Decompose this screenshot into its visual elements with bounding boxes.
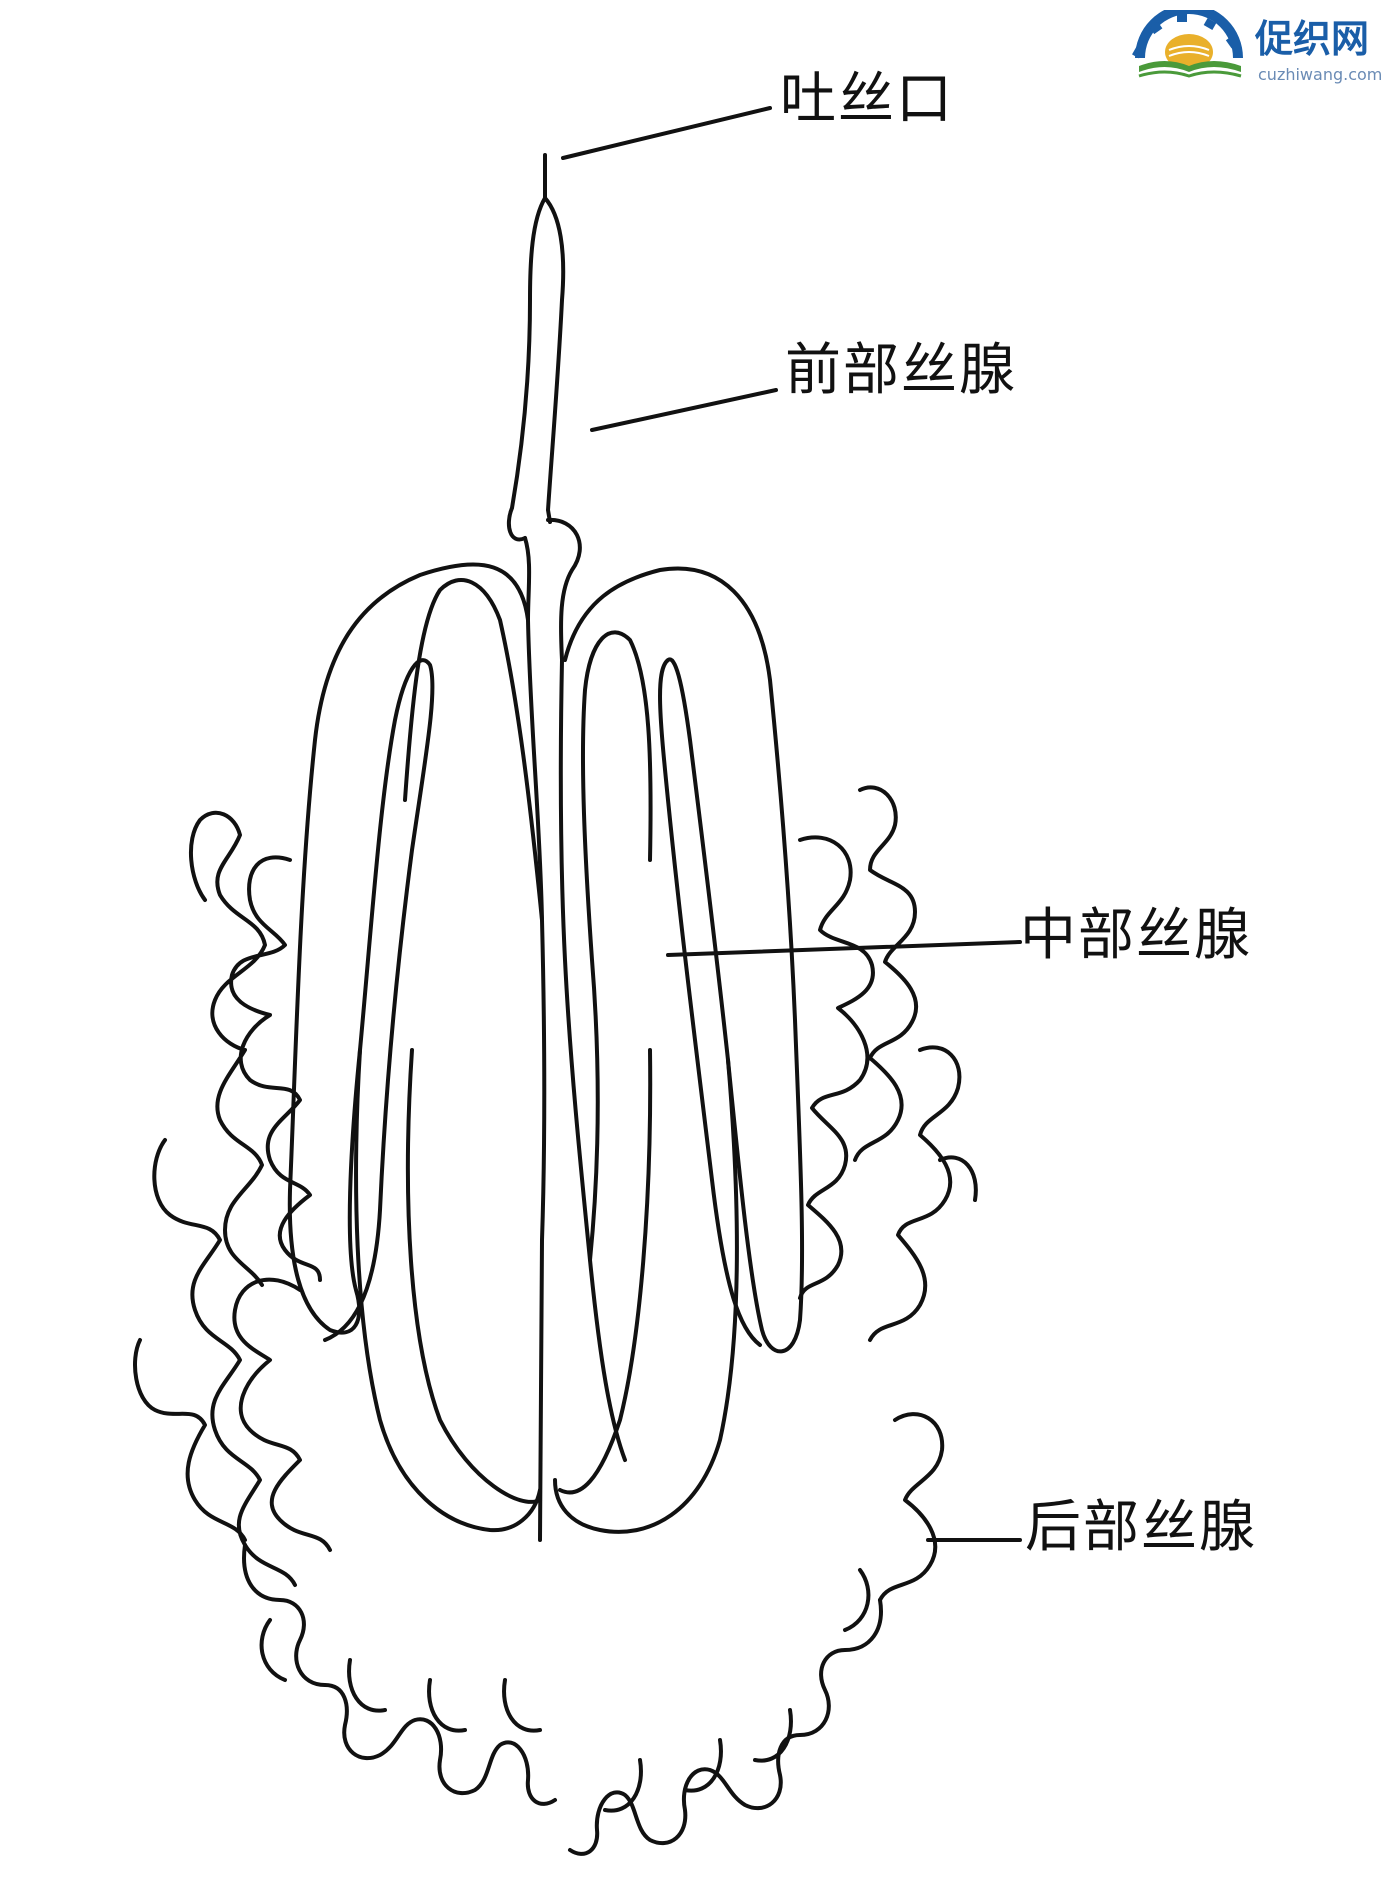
posterior-gland-bottom-left: [242, 1543, 557, 1806]
label-posterior-silk-gland: 后部丝腺: [1025, 1495, 1257, 1560]
logo-emblem-icon: [1132, 4, 1243, 78]
middle-gland-right-outer: [563, 566, 805, 1354]
label-spinneret: 吐丝口: [780, 67, 954, 132]
central-ducts: [526, 618, 627, 1542]
label-middle-silk-gland: 中部丝腺: [1020, 903, 1252, 968]
leader-middle: [666, 940, 1022, 957]
anterior-gland-tube: [506, 196, 566, 542]
leader-anterior: [590, 388, 778, 432]
site-logo[interactable]: 促织网 cuzhiwang.com: [1125, 4, 1385, 88]
logo-domain: cuzhiwang.com: [1258, 65, 1383, 84]
middle-gland-left-lower: [354, 1048, 542, 1533]
label-anterior-silk-gland: 前部丝腺: [785, 338, 1017, 403]
logo-brand-name: 促织网: [1255, 17, 1370, 61]
posterior-gland-left-coil: [133, 810, 332, 1587]
leader-spinneret: [561, 106, 772, 160]
posterior-gland-bottom-right: [568, 1568, 883, 1856]
middle-gland-right-inner: [558, 630, 653, 1495]
posterior-gland-right-coil: [798, 785, 978, 1602]
middle-gland-left-inner: [403, 578, 544, 1504]
middle-gland-right-lower: [553, 1058, 739, 1534]
middle-gland-left-outer: [287, 562, 530, 1342]
